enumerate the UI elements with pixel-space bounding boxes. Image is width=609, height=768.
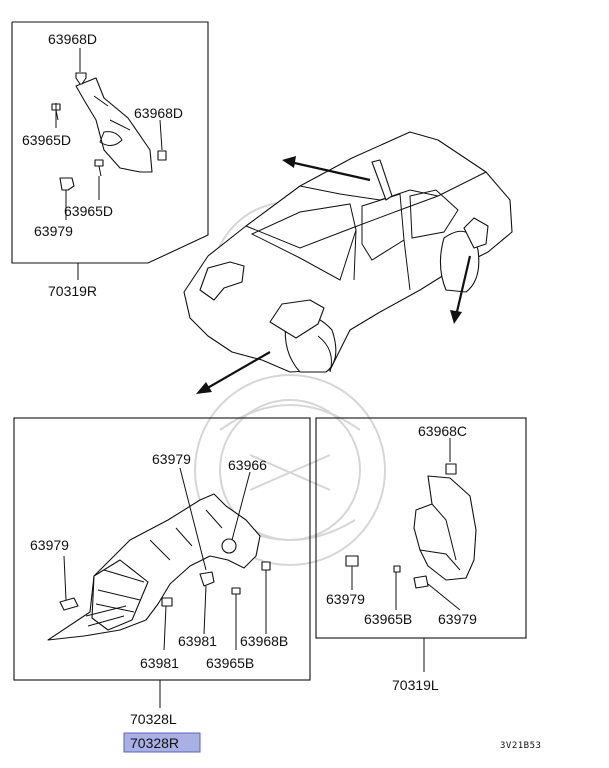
callout-63981-right[interactable]: 63981 <box>178 633 217 649</box>
callout-63965b-right[interactable]: 63965B <box>364 611 412 627</box>
pin-icon <box>345 555 359 567</box>
clip-icon <box>445 463 457 475</box>
callout-63979-right-a[interactable]: 63979 <box>326 591 365 607</box>
clip-icon <box>157 150 167 161</box>
car-illustration <box>183 131 513 373</box>
screw-icon <box>161 597 173 607</box>
screw-icon <box>393 565 401 573</box>
callout-63968d-top[interactable]: 63968D <box>48 31 97 47</box>
bottom-left-group: 63979 63966 63979 63981 63968B 63981 639… <box>13 417 311 753</box>
splash-shield-bracket <box>75 77 153 173</box>
top-left-group: 63968D 63968D 63965D 63965D 63979 70319R <box>11 21 209 299</box>
assembly-70328l[interactable]: 70328L <box>130 711 177 727</box>
callout-63979-top-left[interactable]: 63979 <box>34 223 73 239</box>
callout-63979-right-b[interactable]: 63979 <box>438 611 477 627</box>
callout-63979-left[interactable]: 63979 <box>30 537 69 553</box>
screw-icon <box>231 587 241 595</box>
screw-icon <box>94 159 104 177</box>
rear-splash-shield <box>413 475 477 581</box>
clip-icon <box>221 538 237 554</box>
highlight-box <box>123 732 201 753</box>
assembly-70328r[interactable]: 70328R <box>130 735 179 751</box>
bottom-left-box <box>13 417 311 681</box>
clip-icon <box>75 72 87 85</box>
callout-63968d-right[interactable]: 63968D <box>134 105 183 121</box>
pin-icon <box>199 571 215 587</box>
pin-icon <box>59 177 75 191</box>
callout-63979-center[interactable]: 63979 <box>152 451 191 467</box>
nut-icon <box>261 561 271 571</box>
assembly-70319r[interactable]: 70319R <box>48 283 97 299</box>
assembly-70319l[interactable]: 70319L <box>392 677 439 693</box>
diagram-code: 3V21B53 <box>500 741 541 751</box>
callout-63965b-left[interactable]: 63965B <box>206 655 254 671</box>
callout-63981-left[interactable]: 63981 <box>140 655 179 671</box>
top-left-box <box>11 21 209 264</box>
front-fender-liner <box>47 493 261 641</box>
callout-63968b[interactable]: 63968B <box>240 633 288 649</box>
callout-63965d-bottom[interactable]: 63965D <box>64 203 113 219</box>
pin-icon <box>413 575 429 589</box>
direction-arrows <box>196 156 472 394</box>
callout-63965d-left[interactable]: 63965D <box>22 132 71 148</box>
callout-63968c[interactable]: 63968C <box>418 423 467 439</box>
bottom-right-box <box>315 417 527 639</box>
callout-63966[interactable]: 63966 <box>228 457 267 473</box>
pin-icon <box>59 597 79 611</box>
bottom-right-group: 63968C 63979 63965B 63979 70319L <box>315 417 527 693</box>
